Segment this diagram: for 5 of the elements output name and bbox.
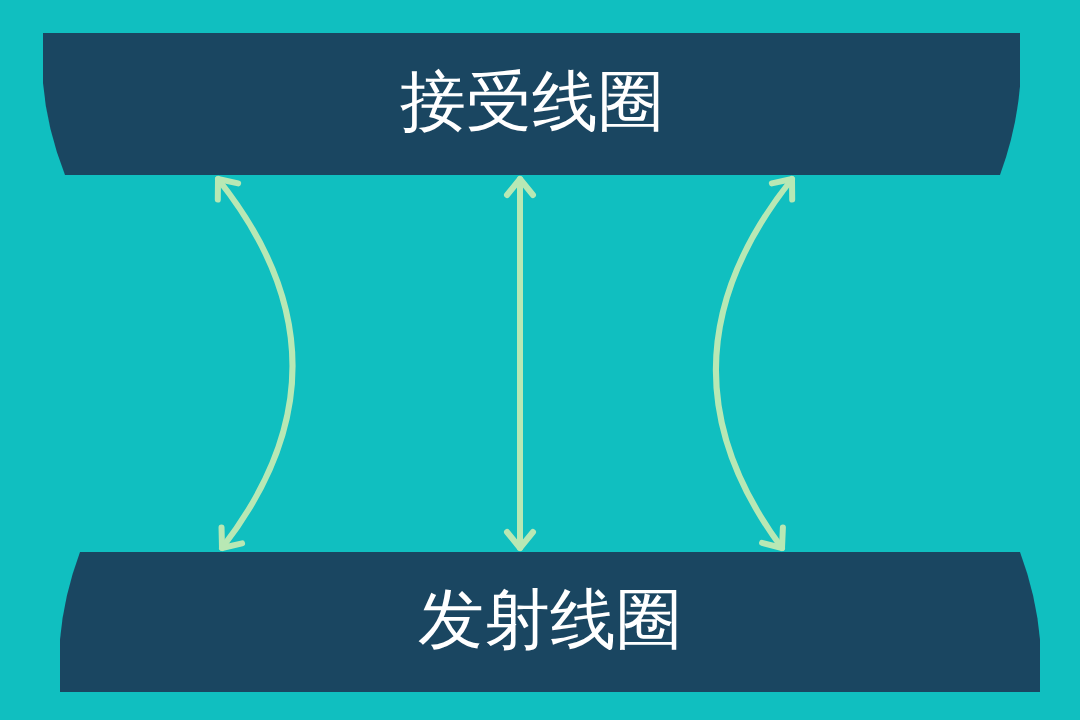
- double-arrow: [213, 176, 296, 551]
- coil-label: 接受线圈: [398, 69, 665, 135]
- coil-label: 发射线圈: [417, 587, 683, 653]
- double-arrow: [504, 176, 536, 551]
- double-arrow: [713, 176, 797, 551]
